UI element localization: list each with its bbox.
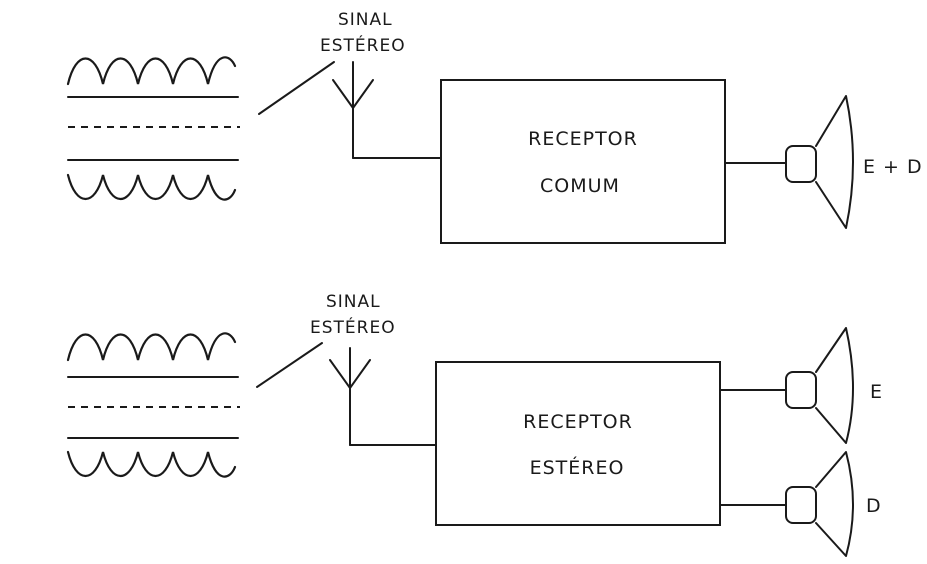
top-receiver-label-1: RECEPTOR — [528, 128, 638, 150]
top-speaker-label: E + D — [863, 156, 923, 178]
top-diagram: SINAL ESTÉREO RECEPTOR COMUM E + D — [66, 10, 923, 244]
top-signal-waves — [66, 56, 240, 201]
bottom-diagram: SINAL ESTÉREO RECEPTOR ESTÉREO E D — [66, 292, 883, 557]
bottom-speaker-left-label: E — [870, 381, 883, 403]
bottom-speaker-right-label: D — [866, 495, 882, 517]
top-pointer-line — [258, 61, 335, 115]
top-wave-upper — [66, 56, 237, 86]
bottom-wave-upper — [66, 332, 237, 362]
bottom-antenna-icon — [329, 347, 437, 446]
bottom-signal-waves — [66, 332, 240, 478]
bottom-speaker-right-icon — [785, 451, 854, 557]
top-signal-label-1: SINAL — [338, 10, 393, 30]
bottom-receiver-box — [435, 361, 721, 526]
bottom-wave-lower — [66, 450, 237, 478]
top-receiver-label-2: COMUM — [540, 175, 620, 197]
top-antenna-icon — [332, 61, 442, 159]
bottom-signal-label-2: ESTÉREO — [310, 316, 396, 338]
top-wave-lower — [66, 173, 237, 201]
top-speaker-icon — [785, 95, 854, 229]
bottom-pointer-line — [256, 342, 323, 388]
top-receiver-box — [440, 79, 726, 244]
bottom-receiver-label-2: ESTÉREO — [530, 456, 625, 479]
bottom-receiver-label-1: RECEPTOR — [523, 411, 633, 433]
top-signal-label-2: ESTÉREO — [320, 34, 406, 56]
bottom-signal-label-1: SINAL — [326, 292, 381, 312]
bottom-speaker-left-icon — [785, 327, 854, 444]
